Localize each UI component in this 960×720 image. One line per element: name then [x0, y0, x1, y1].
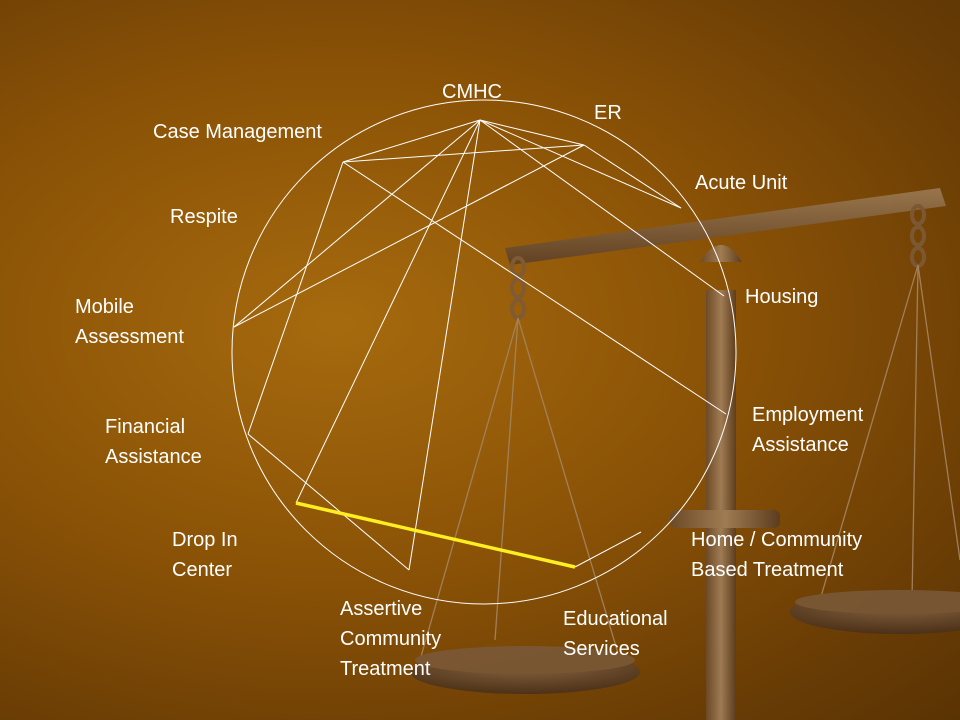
node-label-housing: Housing [745, 286, 819, 308]
left-pan-rim [415, 646, 635, 674]
node-label-drop-in-center: Drop In Center [172, 529, 238, 581]
node-label-financial-assistance: Financial Assistance [105, 416, 202, 468]
node-label-cmhc: CMHC [442, 81, 502, 103]
connection-case-financial [247, 161, 344, 435]
node-label-respite: Respite [170, 206, 238, 228]
left-strings [419, 317, 621, 661]
node-label-er: ER [594, 102, 622, 124]
connection-lines [233, 119, 727, 571]
connection-er-acute [583, 144, 682, 209]
connection-cmhc-acute [479, 119, 682, 209]
connection-cmhc-dropin [295, 119, 481, 504]
node-label-mobile-assessment: Mobile Assessment [75, 296, 184, 348]
highlight-connection-dropin-educational [295, 501, 576, 569]
right-hanger [910, 204, 926, 268]
node-label-home-community-treatment: Home / Community Based Treatment [691, 529, 863, 581]
node-label-assertive-community-treatment: Assertive Community Treatment [340, 598, 442, 680]
connection-cmhc-er [479, 119, 585, 146]
connection-financial-act [247, 433, 410, 571]
connection-case-employment [342, 161, 727, 415]
node-label-case-management: Case Management [153, 121, 322, 143]
scale-cap [700, 245, 742, 262]
connection-home-educational [574, 531, 642, 568]
service-circle [231, 99, 737, 605]
connection-cmhc-case [342, 119, 481, 163]
scale-illustration [410, 188, 960, 720]
right-strings [819, 264, 960, 601]
scale-collar [670, 510, 780, 528]
connection-cmhc-mobile [233, 119, 481, 328]
connection-er-mobile [233, 144, 585, 328]
node-label-educational-services: Educational Services [563, 608, 668, 660]
node-label-acute-unit: Acute Unit [695, 172, 788, 194]
connection-case-er [342, 144, 585, 163]
connection-cmhc-act [408, 119, 481, 571]
left-hanger [510, 256, 526, 320]
scale-pillar [706, 290, 736, 720]
connection-cmhc-housing [479, 119, 725, 297]
right-pan-rim [795, 590, 960, 614]
highlighted-connection [295, 501, 576, 569]
scale-beam [505, 188, 946, 265]
node-label-employment-assistance: Employment Assistance [752, 404, 864, 456]
